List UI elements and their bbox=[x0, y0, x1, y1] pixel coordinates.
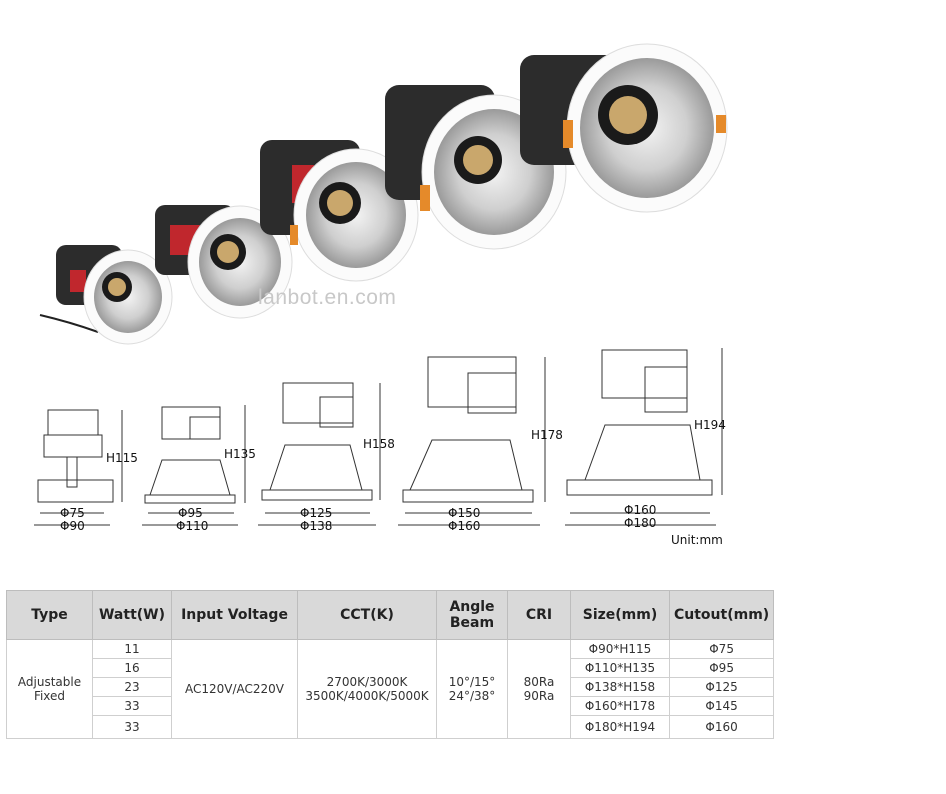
unit-label: Unit:mm bbox=[671, 533, 723, 547]
header-size: Size(mm) bbox=[570, 590, 670, 640]
cell-watt: 11 bbox=[92, 639, 172, 659]
cell-watt: 16 bbox=[92, 658, 172, 678]
cell-size: Φ110*H135 bbox=[570, 658, 670, 678]
downlight-5 bbox=[520, 43, 728, 213]
drawing-3-labels: H158 Φ125 Φ138 bbox=[300, 437, 395, 533]
cell-cutout: Φ95 bbox=[668, 658, 775, 678]
downlight-2 bbox=[155, 205, 293, 319]
cell-cri: 80Ra 90Ra bbox=[507, 639, 571, 739]
drawing-3-height: H158 bbox=[363, 437, 395, 451]
drawing-5-labels: H194 Φ160 Φ180 bbox=[624, 418, 726, 530]
cell-watt: 33 bbox=[92, 715, 172, 739]
drawing-5-outer: Φ160 bbox=[624, 503, 656, 517]
drawing-2-outer: Φ95 bbox=[178, 506, 203, 520]
header-cutout: Cutout(mm) bbox=[668, 590, 775, 640]
cell-angle: 10°/15° 24°/38° bbox=[436, 639, 508, 739]
table-row: 33 Φ180*H194 Φ160 bbox=[7, 715, 775, 739]
table-header-row: Type Watt(W) Input Voltage CCT(K) Angle … bbox=[6, 590, 775, 640]
drawing-2-labels: H135 Φ95 Φ110 bbox=[176, 447, 256, 533]
cell-cutout: Φ75 bbox=[668, 639, 775, 659]
cell-cutout: Φ125 bbox=[668, 677, 775, 697]
drawing-4-inner: Φ160 bbox=[448, 519, 480, 533]
table-row: 33 Φ160*H178 Φ145 bbox=[7, 696, 775, 716]
drawing-4-height: H178 bbox=[531, 428, 563, 442]
table-row: 16 Φ110*H135 Φ95 bbox=[7, 658, 775, 678]
table-row: 23 Φ138*H158 Φ125 bbox=[7, 677, 775, 697]
downlight-1 bbox=[56, 245, 173, 345]
header-cri: CRI bbox=[507, 590, 571, 640]
drawing-5-height: H194 bbox=[694, 418, 726, 432]
drawing-4-labels: H178 Φ150 Φ160 bbox=[448, 428, 563, 533]
drawing-1-height: H115 bbox=[106, 451, 138, 465]
drawing-1-outer: Φ75 bbox=[60, 506, 85, 520]
cell-watt: 23 bbox=[92, 677, 172, 697]
cell-watt: 33 bbox=[92, 696, 172, 716]
drawing-2-height: H135 bbox=[224, 447, 256, 461]
cell-size: Φ138*H158 bbox=[570, 677, 670, 697]
drawing-5-inner: Φ180 bbox=[624, 516, 656, 530]
spec-table: Type Watt(W) Input Voltage CCT(K) Angle … bbox=[6, 590, 775, 739]
cell-cutout: Φ160 bbox=[668, 715, 775, 739]
cell-size: Φ160*H178 bbox=[570, 696, 670, 716]
header-cct: CCT(K) bbox=[297, 590, 437, 640]
cell-cct: 2700K/3000K 3500K/4000K/5000K bbox=[297, 639, 437, 739]
drawing-1-inner: Φ90 bbox=[60, 519, 85, 533]
header-input-voltage: Input Voltage bbox=[171, 590, 298, 640]
drawing-4-outer: Φ150 bbox=[448, 506, 480, 520]
dimension-drawings: H115 Φ75 Φ90 H135 Φ95 Φ110 H158 Φ125 Φ13… bbox=[34, 348, 726, 533]
product-photo bbox=[39, 43, 728, 345]
cell-size: Φ180*H194 bbox=[570, 715, 670, 739]
drawing-1-labels: H115 Φ75 Φ90 bbox=[60, 451, 138, 533]
drawing-3-outer: Φ125 bbox=[300, 506, 332, 520]
drawing-3-inner: Φ138 bbox=[300, 519, 332, 533]
watermark: lanbot.en.com bbox=[258, 286, 397, 309]
cell-voltage: AC120V/AC220V bbox=[171, 639, 298, 739]
table-row: Adjustable Fixed 11 AC120V/AC220V 2700K/… bbox=[6, 639, 775, 739]
header-angle-beam: Angle Beam bbox=[436, 590, 508, 640]
drawing-2-inner: Φ110 bbox=[176, 519, 208, 533]
cell-size: Φ90*H115 bbox=[570, 639, 670, 659]
header-type: Type bbox=[6, 590, 93, 640]
cell-type: Adjustable Fixed bbox=[6, 639, 93, 739]
header-watt: Watt(W) bbox=[92, 590, 172, 640]
cell-cutout: Φ145 bbox=[668, 696, 775, 716]
